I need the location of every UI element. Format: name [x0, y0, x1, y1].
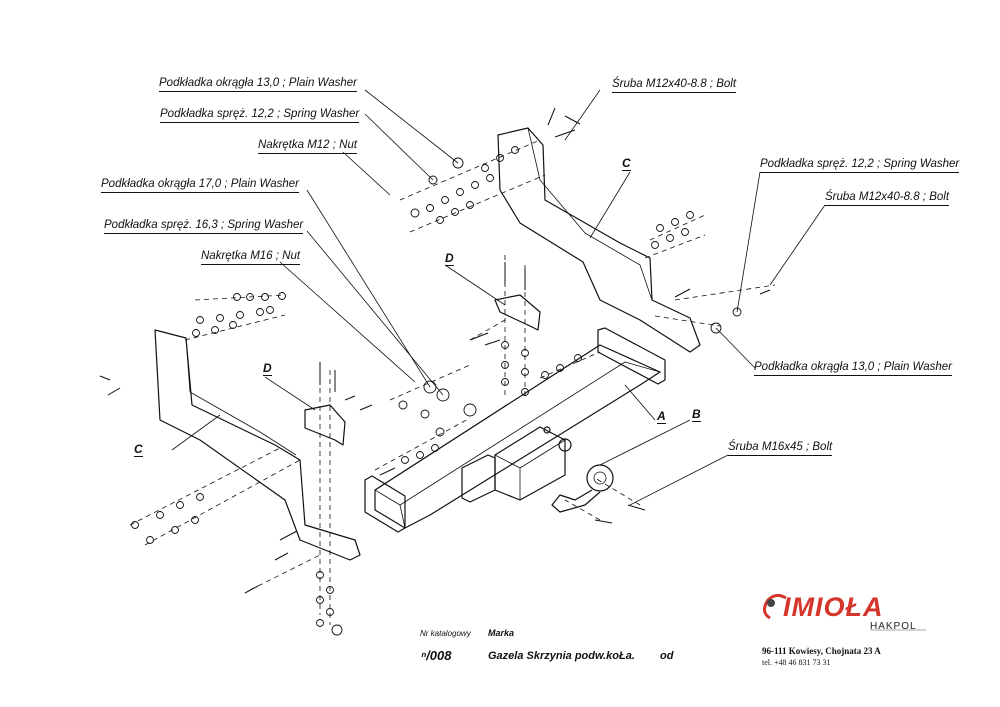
tow-ball-b — [551, 464, 614, 513]
model-name: Gazela Skrzynia podw.koŁa. — [488, 650, 635, 662]
part-label-d-left: D — [263, 361, 272, 376]
logo-swoosh — [763, 593, 787, 620]
callout-plain-washer-13-top: Podkładka okrągła 13,0 ; Plain Washer — [159, 77, 357, 92]
crossbar-a — [374, 344, 661, 529]
callout-spring-washer-16: Podkładka spręż. 16,3 ; Spring Washer — [104, 219, 304, 234]
callout-spring-washer-12-top: Podkładka spręż. 12,2 ; Spring Washer — [160, 108, 360, 123]
part-label-c-top: C — [622, 156, 631, 171]
bracket-d-left — [304, 404, 346, 446]
callout-nut-m16: Nakrętka M16 ; Nut — [201, 250, 301, 265]
logo-sub: HAKPOL — [870, 621, 917, 632]
catalog-number: ⁿ/008 — [421, 648, 452, 663]
callout-nut-m12: Nakrętka M12 ; Nut — [258, 139, 358, 154]
catalog-label: Nr katalogowy — [420, 629, 471, 638]
part-label-d-top: D — [445, 251, 454, 266]
bracket-c-top — [497, 127, 701, 353]
callout-bolt-m16: Śruba M16x45 ; Bolt — [728, 441, 833, 456]
callout-plain-washer-17: Podkładka okrągła 17,0 ; Plain Washer — [101, 178, 299, 193]
bracket-c-left — [154, 329, 361, 561]
callout-plain-washer-13-right: Podkładka okrągła 13,0 ; Plain Washer — [754, 361, 952, 376]
bracket-d-top — [494, 294, 541, 331]
brand-label: Marka — [488, 628, 515, 638]
callout-spring-washer-12-right: Podkładka spręż. 12,2 ; Spring Washer — [760, 158, 960, 173]
logo-brand: IMIOŁA — [783, 592, 884, 622]
part-label-a: A — [657, 409, 666, 424]
callout-bolt-m12-top: Śruba M12x40-8.8 ; Bolt — [612, 78, 737, 93]
company-phone: tel. +48 46 831 73 31 — [762, 658, 831, 667]
company-address: 96-111 Kowiesy, Chojnata 23 A — [762, 646, 881, 656]
part-label-c-left: C — [134, 442, 143, 457]
callout-bolt-m12-right: Śruba M12x40-8.8 ; Bolt — [825, 191, 950, 206]
from-label: od — [660, 650, 674, 662]
part-label-b: B — [692, 407, 701, 422]
